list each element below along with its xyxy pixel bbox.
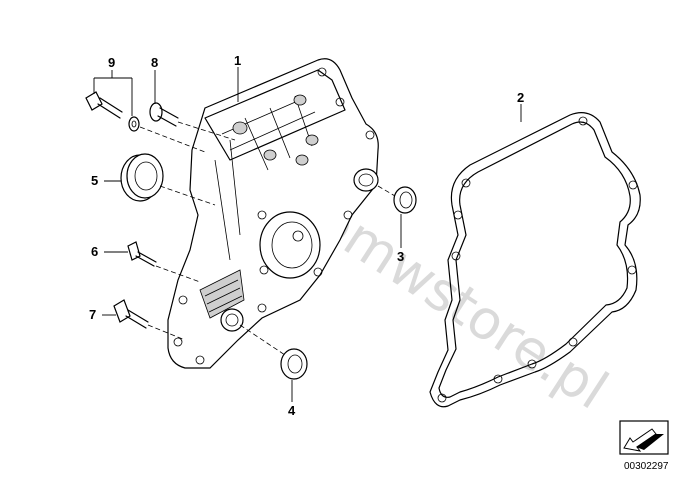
callout-4: 4 [288, 403, 296, 418]
callout-2: 2 [517, 90, 524, 105]
callout-6: 6 [91, 244, 98, 259]
callout-7: 7 [89, 307, 96, 322]
bolt-7 [113, 299, 149, 329]
stud-bolt-8 [149, 102, 179, 127]
arrow-box-icon [619, 420, 669, 455]
seal-ring-lower [280, 348, 308, 380]
callout-9: 9 [108, 55, 115, 70]
timing-cover [167, 58, 379, 369]
gasket [429, 112, 641, 408]
document-number: 00302297 [624, 461, 669, 472]
bolt-9 [85, 91, 140, 132]
assembly-lines [139, 121, 396, 356]
callout-leaders [93, 67, 522, 402]
callout-5: 5 [91, 173, 98, 188]
shaft-seal [120, 153, 164, 202]
callout-1: 1 [234, 53, 241, 68]
bolt-6 [127, 241, 157, 267]
seal-ring-small [393, 186, 417, 214]
callout-3: 3 [397, 249, 404, 264]
callout-8: 8 [151, 55, 158, 70]
